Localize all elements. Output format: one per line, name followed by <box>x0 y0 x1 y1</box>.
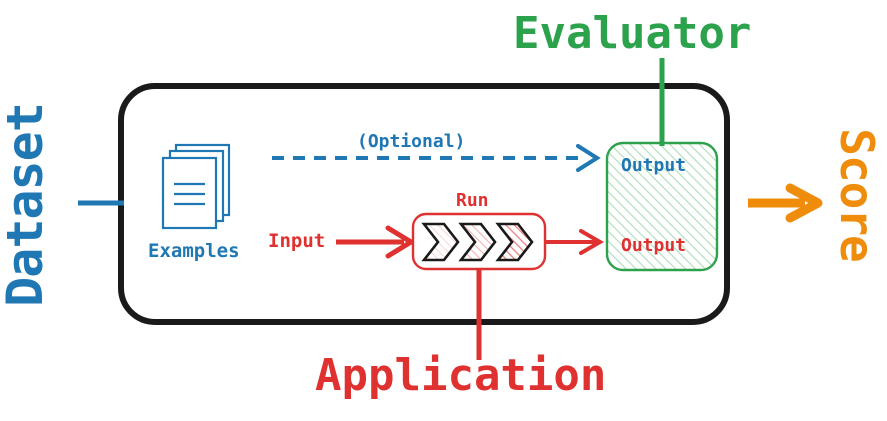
examples-label: Examples <box>148 240 240 262</box>
document-stack-icon <box>161 143 231 230</box>
score-edge <box>748 183 823 223</box>
run-output-edge <box>545 229 604 255</box>
output-box <box>605 141 719 272</box>
run-box <box>411 212 547 271</box>
output-bottom-label: Output <box>621 235 687 256</box>
optional-label: (Optional) <box>357 131 466 152</box>
application-label: Application <box>315 350 607 401</box>
triple-chevron-icon <box>421 222 534 262</box>
dataset-label: Dataset <box>0 103 54 307</box>
score-label: Score <box>830 128 884 262</box>
output-top-label: Output <box>621 155 687 176</box>
run-label: Run <box>456 190 489 211</box>
input-label: Input <box>268 230 326 252</box>
evaluator-label: Evaluator <box>513 8 752 59</box>
optional-edge <box>272 144 601 172</box>
input-edge <box>336 225 416 259</box>
